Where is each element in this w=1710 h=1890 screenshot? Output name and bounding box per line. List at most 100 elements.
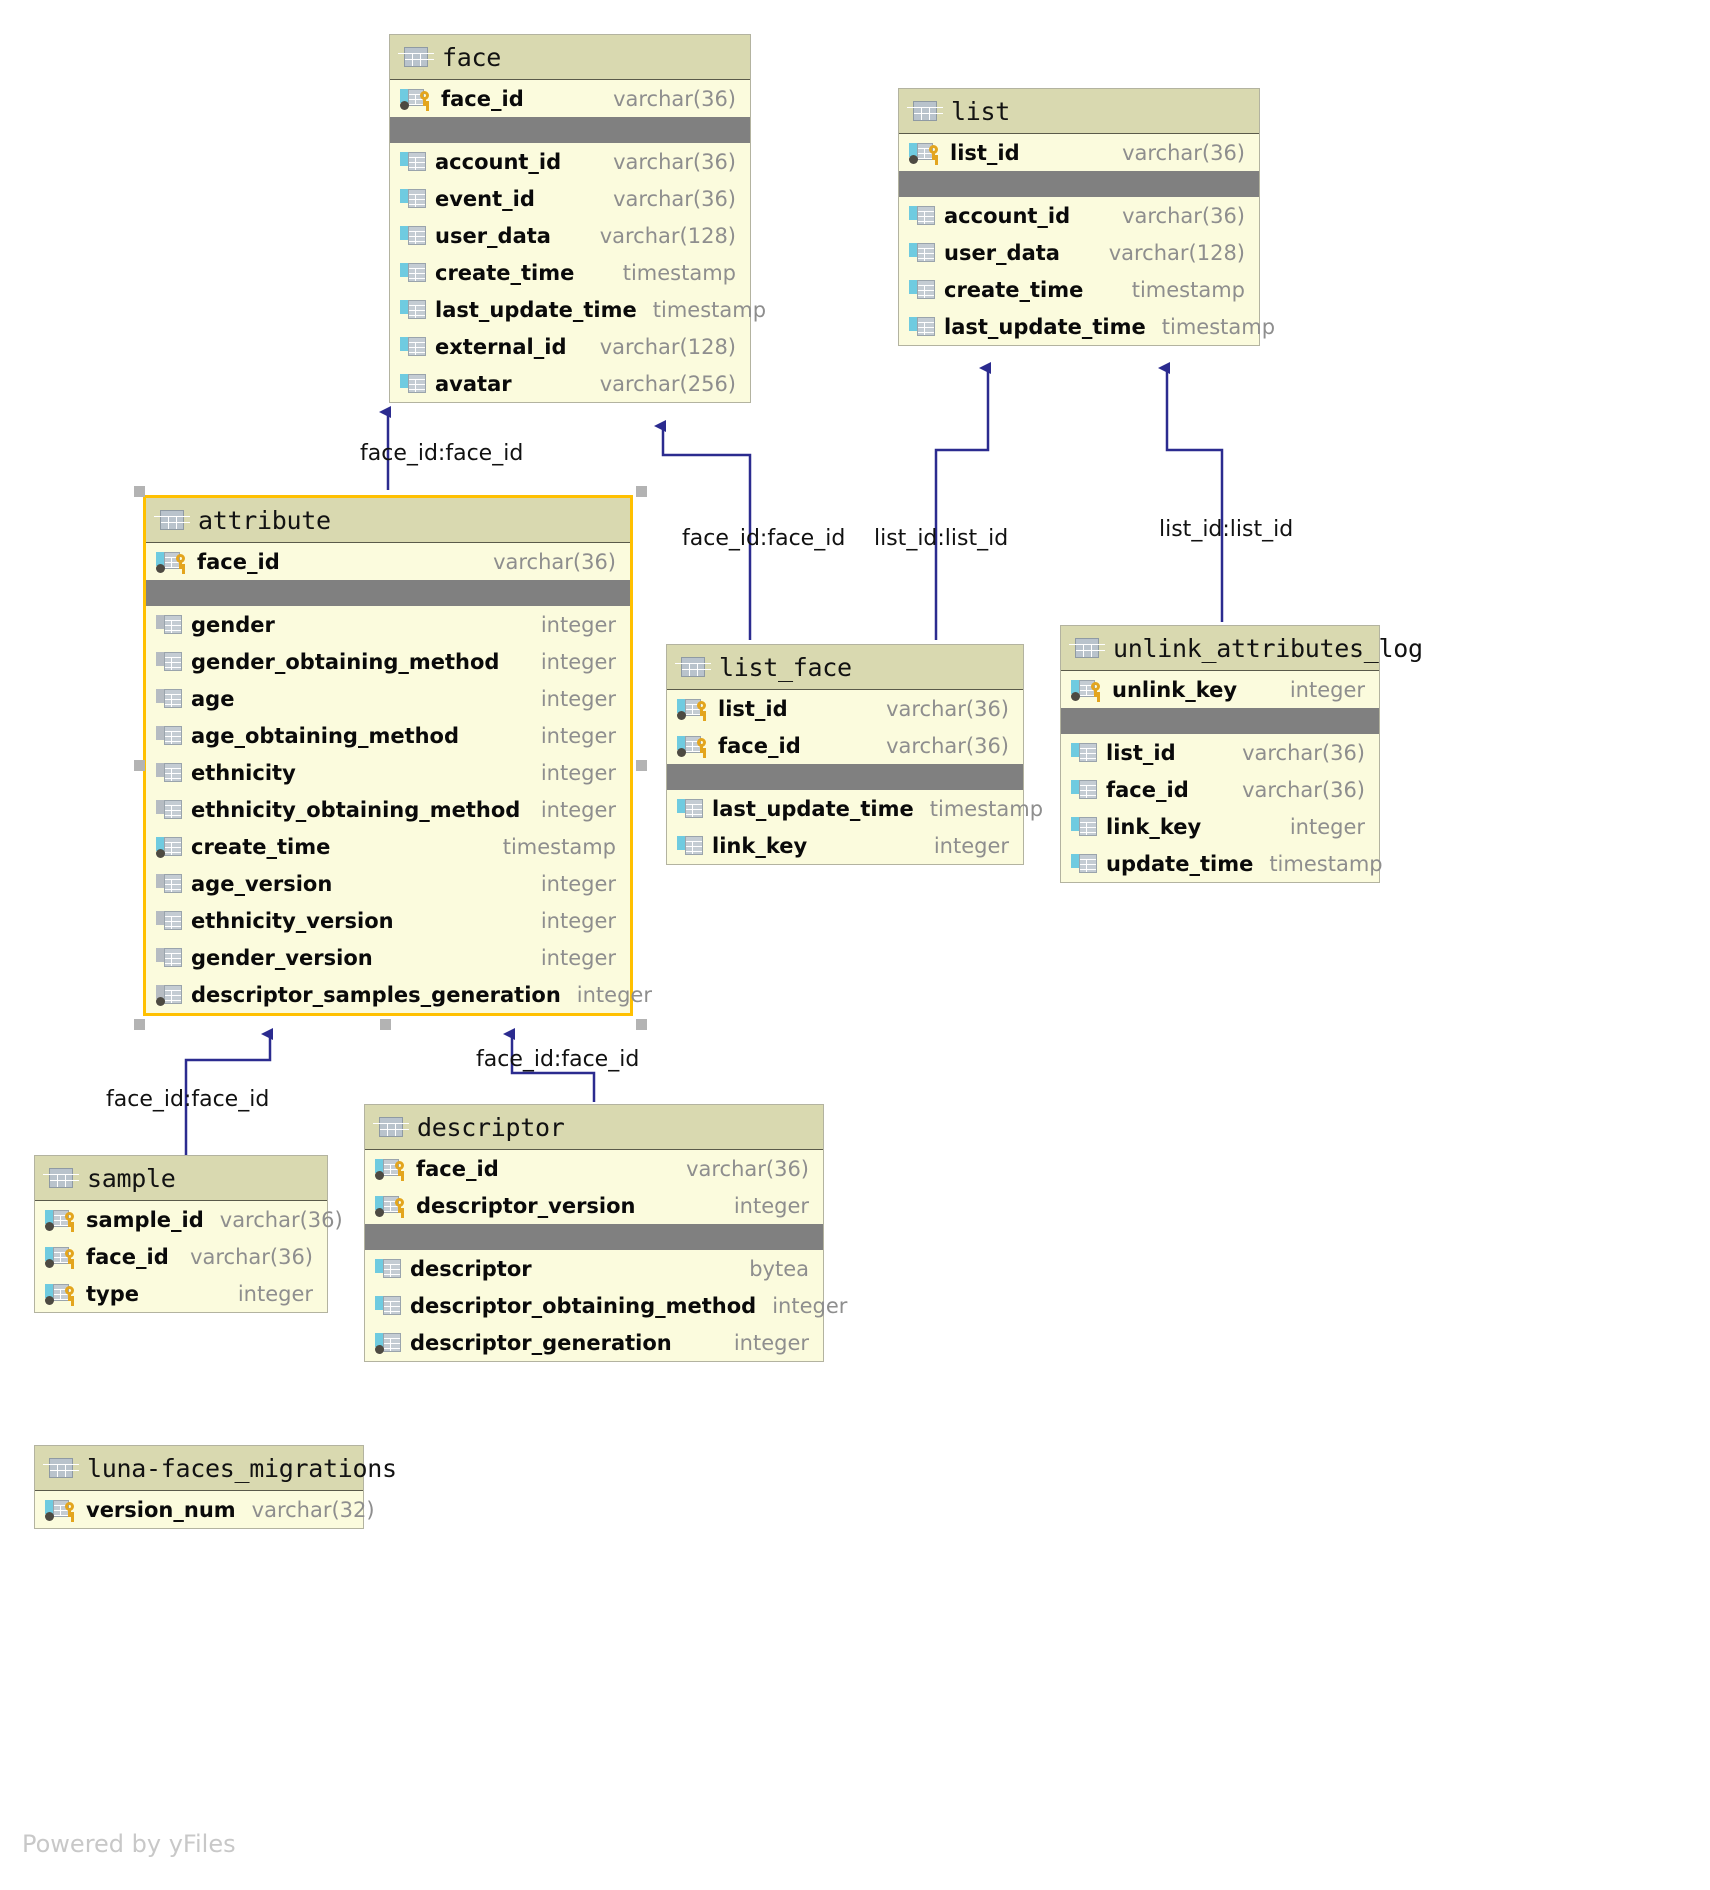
column-name: event_id (435, 186, 535, 211)
selection-handle-w[interactable] (134, 760, 145, 771)
entity-title: descriptor (417, 1112, 565, 1142)
column-type: varchar(36) (493, 549, 616, 574)
entity-title: attribute (198, 505, 331, 535)
selection-handle-se[interactable] (636, 1019, 647, 1030)
selection-handle-nw[interactable] (134, 486, 145, 497)
table-icon (49, 1168, 73, 1188)
column-icon (400, 262, 426, 284)
primary-key-icon (45, 1246, 77, 1268)
column-type: varchar(32) (251, 1497, 375, 1522)
primary-key-icon (45, 1209, 77, 1231)
column-name: descriptor_obtaining_method (410, 1293, 757, 1318)
column-type: integer (576, 982, 652, 1007)
primary-key-icon (909, 142, 941, 164)
table-icon (1075, 638, 1099, 658)
entity-title: list (951, 96, 1011, 126)
entity-title: sample (87, 1163, 176, 1193)
entity-header[interactable]: list_face (667, 645, 1023, 690)
entity-header[interactable]: sample (35, 1156, 327, 1201)
edge-label-listface-face: face_id:face_id (682, 526, 846, 551)
entity-header[interactable]: descriptor (365, 1105, 823, 1150)
edge-label-descriptor-attribute: face_id:face_id (476, 1047, 640, 1072)
edge-label-unlink-list: list_id:list_id (1159, 517, 1294, 542)
column-name: link_key (1106, 814, 1202, 839)
selection-handle-e[interactable] (636, 760, 647, 771)
column-name: last_update_time (712, 796, 914, 821)
selection-handle-s[interactable] (380, 1019, 391, 1030)
column-name: external_id (435, 334, 567, 359)
column-icon (1071, 779, 1097, 801)
column-name: age (191, 686, 235, 711)
entity-header[interactable]: unlink_attributes_log (1061, 626, 1423, 671)
column-type: integer (733, 1330, 809, 1355)
column-name: list_id (1106, 740, 1176, 765)
column-notnull-icon (156, 984, 182, 1006)
entity-header[interactable]: face (390, 35, 750, 80)
entity-header[interactable]: list (899, 89, 1259, 134)
column-type: integer (540, 871, 616, 896)
entity-header[interactable]: luna-faces_migrations (35, 1446, 397, 1491)
column-name: gender (191, 612, 275, 637)
selection-handle-sw[interactable] (134, 1019, 145, 1030)
entity-header[interactable]: attribute (146, 498, 630, 543)
column-type: integer (540, 797, 616, 822)
yfiles-watermark: Powered by yFiles (22, 1830, 236, 1858)
selection-handle-ne[interactable] (636, 486, 647, 497)
